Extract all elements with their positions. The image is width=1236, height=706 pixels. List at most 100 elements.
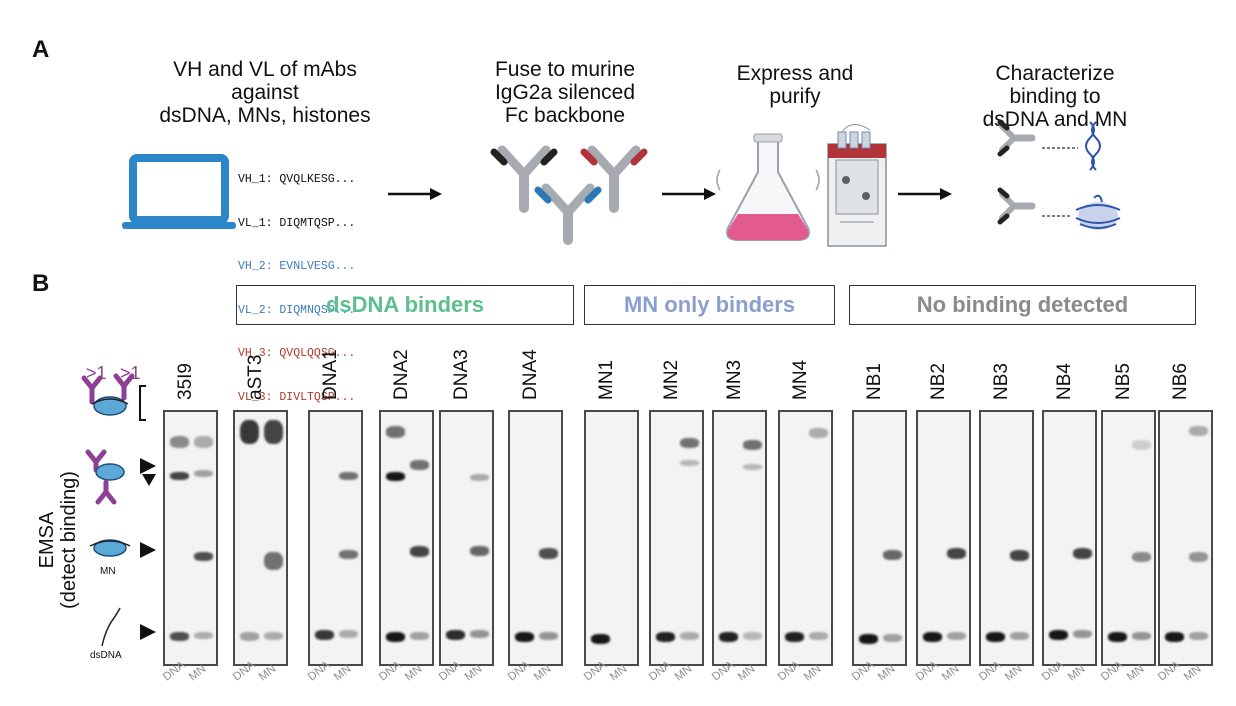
lane-label: NB3: [991, 363, 1012, 400]
gel-image: [233, 410, 288, 666]
gel-band: [656, 632, 675, 642]
gel-band: [785, 632, 804, 642]
gel-image: [778, 410, 833, 666]
step3-title: Express and purify: [736, 62, 854, 108]
flask-icon: [716, 133, 820, 241]
step4-title: Characterize binding to dsDNA and MN: [982, 62, 1128, 131]
lane-x-label: MN: [332, 662, 354, 684]
gel-band: [1010, 550, 1029, 561]
bioreactor-icon: [827, 124, 887, 247]
lane-x-label: MN: [257, 662, 279, 684]
mononucleosome-icon: [89, 539, 131, 557]
gel-band: [591, 634, 610, 644]
dsdna-helix-icon: [1085, 121, 1101, 171]
gel-image: [508, 410, 563, 666]
dsdna-label: dsDNA: [90, 650, 122, 661]
lane-label: DNA1: [320, 349, 341, 400]
lane-label: aST3: [245, 354, 266, 400]
gel-band: [1073, 548, 1092, 559]
gel-band: [264, 420, 283, 444]
gel-band: [680, 632, 699, 640]
gel-band: [410, 632, 429, 640]
gel-band: [1132, 440, 1151, 450]
gel-band: [339, 630, 358, 638]
lane-x-label: MN: [187, 662, 209, 684]
gel-band: [539, 548, 558, 559]
process-arrow: [898, 188, 952, 200]
gel-band: [240, 420, 259, 444]
group-label: MN only binders: [623, 292, 796, 317]
gel-band: [809, 428, 828, 438]
antibody-icon: [997, 119, 1036, 157]
group-box-dsdna-binders: dsDNA binders: [236, 285, 574, 325]
gel-band: [947, 632, 966, 640]
antibody-icon: [534, 183, 602, 245]
group-label: No binding detected: [916, 292, 1129, 317]
sequence-line: VH_2: EVNLVESG...: [238, 260, 356, 273]
lane-label: NB5: [1113, 363, 1134, 400]
gel-band: [515, 632, 534, 642]
gel-band: [410, 546, 429, 557]
panel-b-letter: B: [32, 270, 50, 297]
gel-band: [743, 440, 762, 450]
lane-x-label: MN: [673, 662, 695, 684]
gel-band: [264, 552, 283, 570]
gel-image: [1158, 410, 1213, 666]
gel-band: [743, 464, 762, 470]
gel-band: [1132, 632, 1151, 640]
gel-band: [446, 630, 465, 640]
gel-band: [1132, 552, 1151, 562]
gel-band: [470, 474, 489, 481]
lane-x-label: MN: [1066, 662, 1088, 684]
emsa-legend-graphics: [81, 373, 156, 647]
sequence-list: VH_1: QVQLKESG... VL_1: DIQMTQSP... VH_2…: [238, 144, 355, 420]
gel-band: [339, 550, 358, 559]
lane-label: 35I9: [175, 363, 196, 400]
gel-band: [339, 472, 358, 480]
gel-band: [1189, 632, 1208, 640]
antibody-icon: [997, 187, 1036, 225]
gel-band: [539, 632, 558, 640]
gel-band: [170, 632, 189, 641]
sequence-line: VH_3: QVQLQQSG...: [238, 347, 356, 360]
lane-x-label: MN: [876, 662, 898, 684]
lane-x-label: MN: [940, 662, 962, 684]
gel-band: [470, 546, 489, 556]
gel-image: [649, 410, 704, 666]
bracket-icon: [139, 385, 146, 421]
lane-x-label: MN: [463, 662, 485, 684]
gel-band: [883, 550, 902, 560]
antibody-icon: [490, 145, 558, 213]
lane-x-label: MN: [1003, 662, 1025, 684]
gel-band: [1108, 632, 1127, 642]
gel-band: [240, 632, 259, 641]
gel-band: [194, 552, 213, 561]
gel-image: [1042, 410, 1097, 666]
lane-x-label: MN: [802, 662, 824, 684]
lane-label: DNA4: [520, 349, 541, 400]
gel-image: [308, 410, 363, 666]
gel-band: [883, 634, 902, 642]
antibody-mn-complex-icon: [85, 449, 125, 505]
gel-band: [1073, 630, 1092, 638]
lane-x-label: MN: [532, 662, 554, 684]
lane-label: MN3: [724, 359, 745, 400]
gel-image: [916, 410, 971, 666]
gel-band: [1189, 426, 1208, 436]
gel-band: [947, 548, 966, 559]
sequence-line: VL_3: DIVLTQSP...: [238, 390, 356, 404]
gel-band: [986, 632, 1005, 642]
complex-label: >1: [86, 363, 107, 383]
group-label: dsDNA binders: [325, 292, 485, 317]
complex-label: >1: [120, 363, 141, 383]
gel-band: [194, 632, 213, 639]
sequence-line: VH_1: QVQLKESG...: [238, 173, 356, 186]
gel-band: [719, 632, 738, 642]
gel-band: [1010, 632, 1029, 640]
dsdna-strand-icon: [101, 607, 121, 647]
panel-a-graphics: [122, 119, 1121, 247]
gel-band: [680, 438, 699, 448]
sequence-line: VL_1: DIQMTQSP...: [238, 216, 356, 230]
sequence-line: VL_2: DIQMNQSP...: [238, 303, 356, 317]
lane-label: NB1: [864, 363, 885, 400]
